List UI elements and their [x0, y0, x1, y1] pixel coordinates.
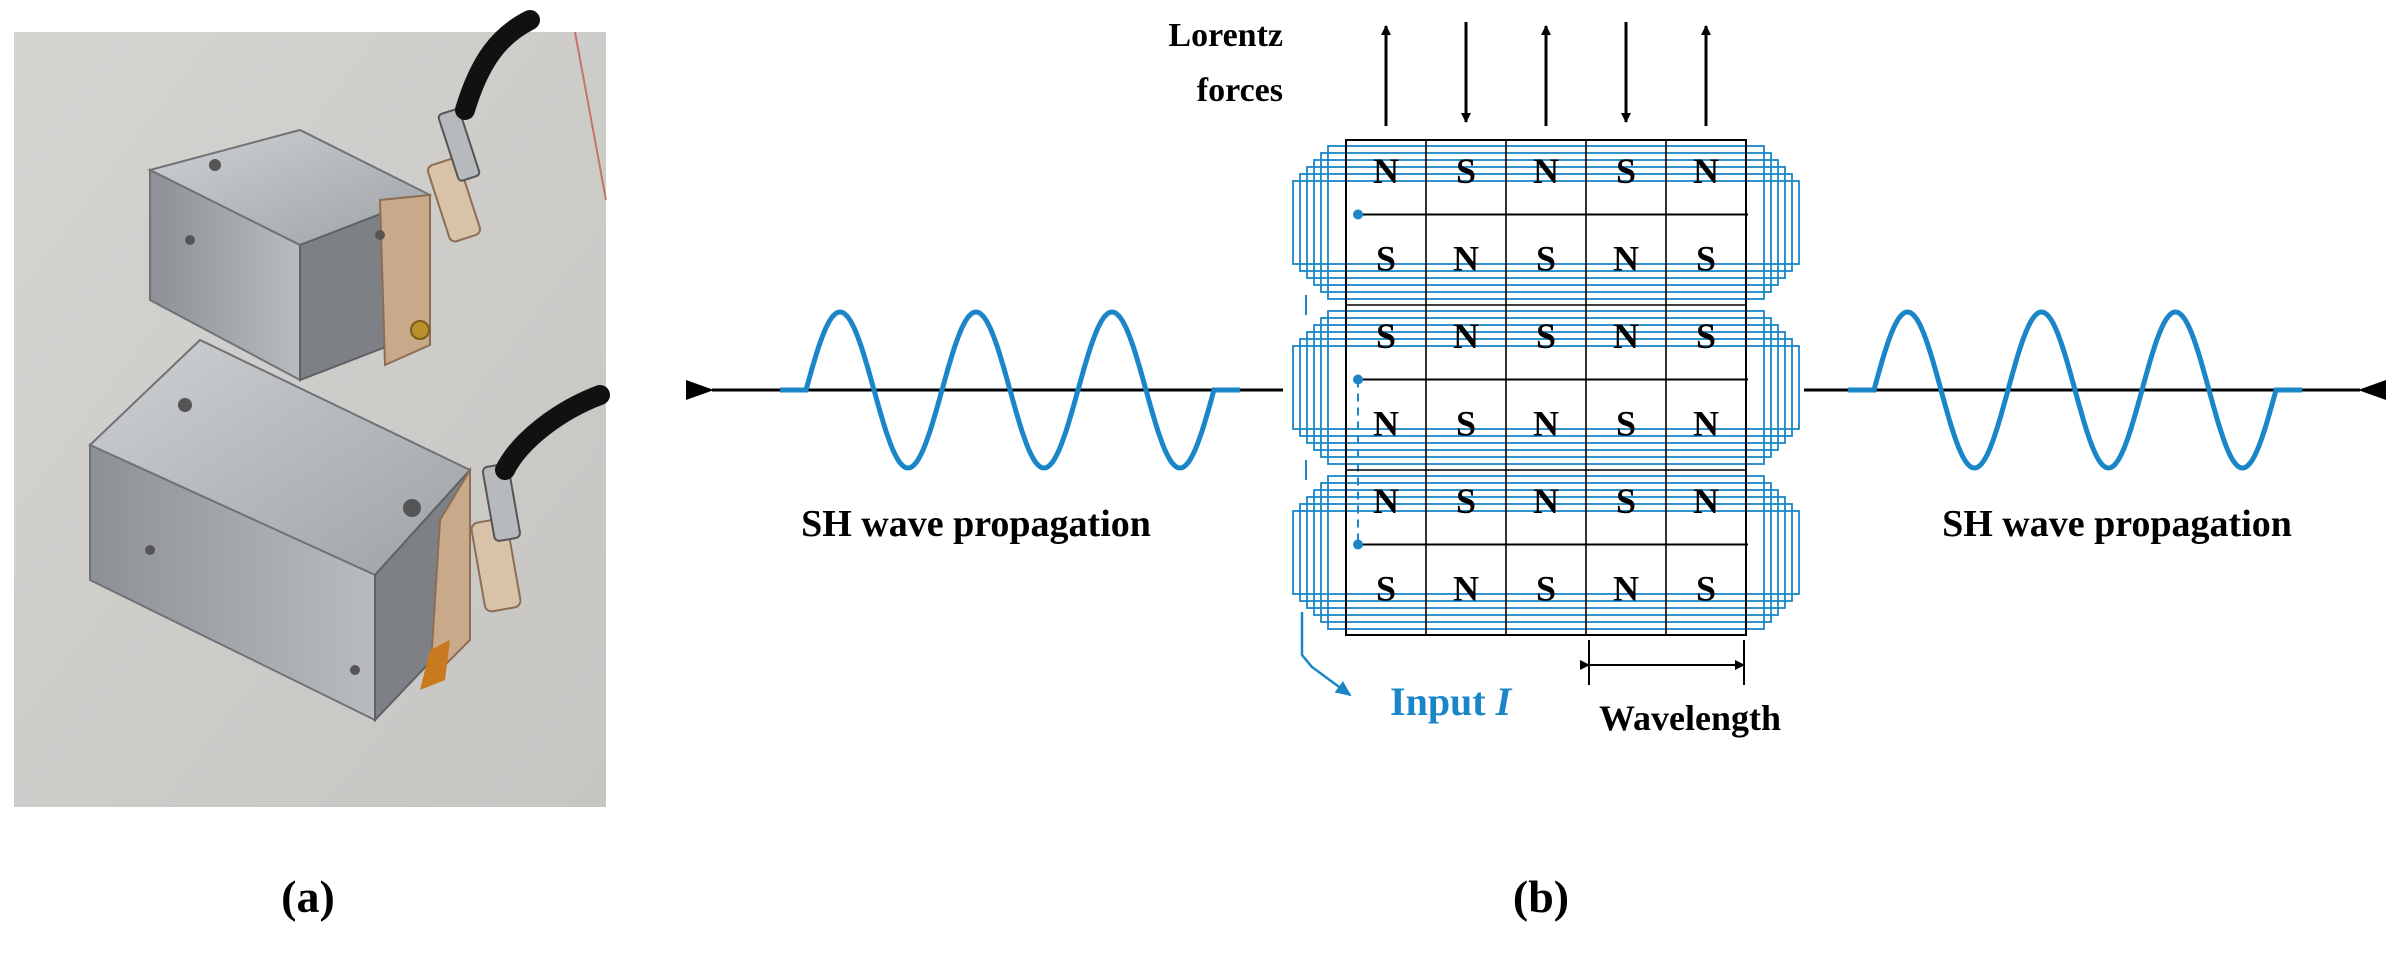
coil-turn [1299, 338, 1793, 437]
coil-turn [1299, 173, 1793, 272]
red-line [574, 31, 607, 201]
coil-turn [1313, 324, 1779, 451]
photo-panel [14, 10, 610, 807]
lorentz-label-line1: Lorentz [1168, 17, 1283, 54]
magnet-pole-s: S [1696, 569, 1716, 609]
magnet-pole-s: S [1456, 404, 1476, 444]
magnet-pole-s: S [1696, 239, 1716, 279]
coil-turn [1313, 489, 1779, 616]
coil-turn [1306, 331, 1786, 444]
magnet-pole-n: N [1613, 239, 1639, 279]
coil-terminal [1353, 539, 1363, 550]
coil-turn [1313, 159, 1779, 286]
magnet-pole-s: S [1376, 239, 1396, 279]
magnet-pole-s: S [1456, 151, 1476, 191]
coil-turn [1320, 482, 1772, 623]
coil-turn [1320, 152, 1772, 293]
magnet-pole-n: N [1533, 404, 1559, 444]
magnet-pole-s: S [1376, 569, 1396, 609]
magnet-pole-n: N [1693, 404, 1719, 444]
input-label: Input I [1390, 679, 1513, 724]
coil-turn [1320, 317, 1772, 458]
magnet-array-border [1345, 139, 1747, 636]
coil-terminal [1353, 209, 1363, 220]
panel-b-label: (b) [1513, 871, 1569, 922]
magnet-pole-n: N [1453, 316, 1479, 356]
input-symbol: I [1495, 679, 1513, 724]
coil-block [1292, 310, 1800, 480]
magnet-pole-n: N [1693, 481, 1719, 521]
transducer-upper [147, 10, 540, 382]
transducer-lower [88, 338, 610, 723]
coil-turn [1292, 345, 1800, 430]
coil-windings [1292, 145, 1800, 630]
magnet-pole-n: N [1533, 151, 1559, 191]
right-wave-caption: SH wave propagation [1942, 503, 2292, 545]
coil-turn [1327, 310, 1765, 465]
coil-block [1292, 145, 1800, 315]
coil-turn [1292, 510, 1800, 595]
magnet-pole-n: N [1533, 481, 1559, 521]
magnet-pole-s: S [1536, 569, 1556, 609]
coil-turn [1306, 496, 1786, 609]
magnet-pole-n: N [1613, 569, 1639, 609]
magnet-pole-s: S [1616, 404, 1636, 444]
magnet-pole-n: N [1613, 316, 1639, 356]
coil-turn [1327, 475, 1765, 630]
magnet-pole-s: S [1536, 239, 1556, 279]
magnet-pole-n: N [1453, 569, 1479, 609]
wavelength-label: Wavelength [1599, 698, 1781, 738]
right-sh-wave [1848, 309, 2302, 471]
magnet-pole-s: S [1376, 316, 1396, 356]
magnet-pole-s: S [1536, 316, 1556, 356]
input-lead [1300, 612, 1352, 697]
magnet-pole-s: S [1616, 151, 1636, 191]
magnet-pole-n: N [1373, 481, 1399, 521]
magnet-pole-s: S [1696, 316, 1716, 356]
input-word: Input [1390, 679, 1486, 724]
left-wave-caption: SH wave propagation [801, 503, 1151, 545]
lorentz-label-line2: forces [1197, 72, 1283, 109]
magnet-pole-n: N [1373, 404, 1399, 444]
magnet-pole-n: N [1453, 239, 1479, 279]
coil-turn [1299, 503, 1793, 602]
coil-turn [1327, 145, 1765, 300]
coil-turn [1292, 180, 1800, 265]
left-sh-wave [780, 309, 1240, 471]
coil-block [1292, 475, 1800, 630]
magnet-pole-s: S [1456, 481, 1476, 521]
magnet-pole-s: S [1616, 481, 1636, 521]
lorentz-force-arrows [1381, 22, 1711, 126]
magnet-pole-n: N [1693, 151, 1719, 191]
coil-turn [1306, 166, 1786, 279]
panel-a-label: (a) [281, 871, 335, 922]
magnet-pole-n: N [1373, 151, 1399, 191]
